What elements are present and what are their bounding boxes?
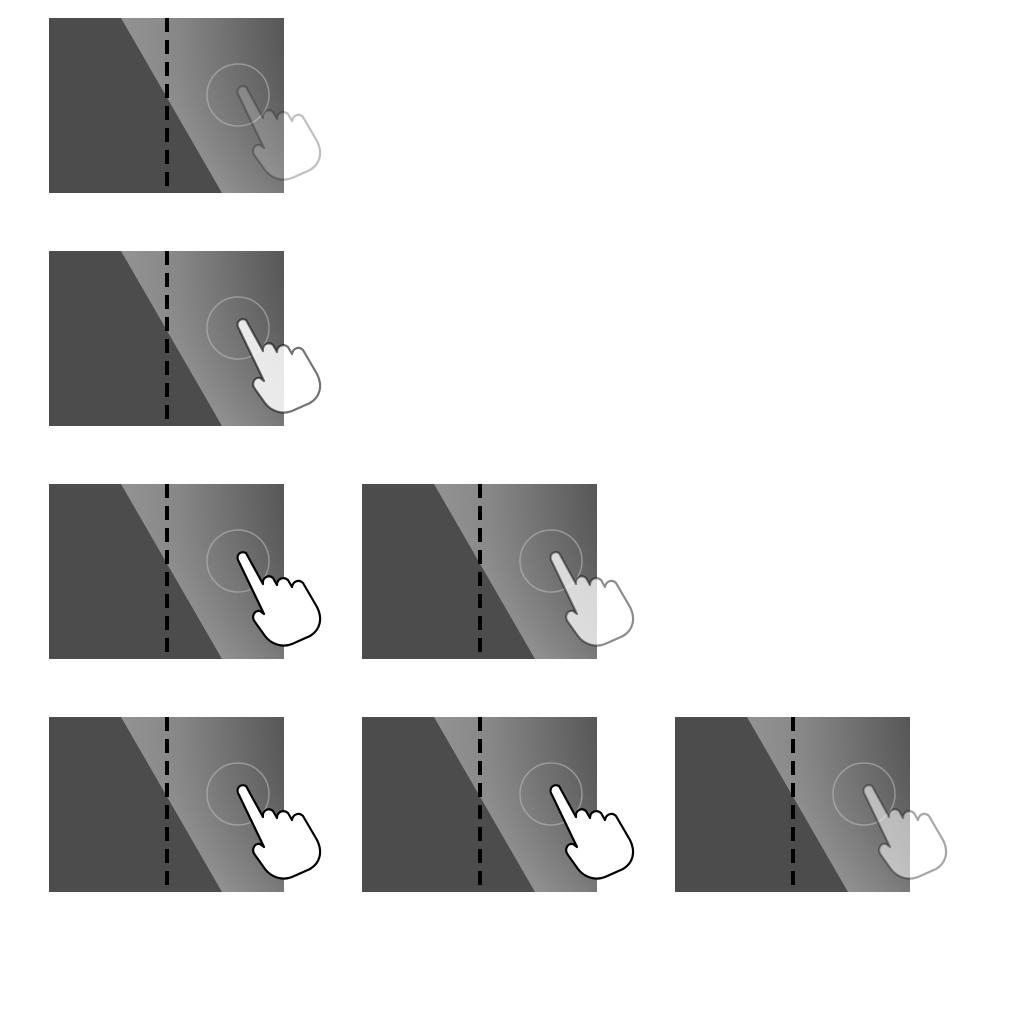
step-panel-4c	[675, 717, 948, 917]
dark-region	[49, 717, 222, 892]
touch-target-ring-icon	[206, 63, 270, 127]
dark-region	[49, 484, 222, 659]
step-panel-3a	[49, 484, 322, 684]
panel-illustration	[362, 717, 635, 892]
panel-illustration	[49, 18, 322, 193]
step-panel-1	[49, 18, 322, 218]
touch-target-ring-icon	[519, 762, 583, 826]
pointing-hand-icon	[236, 784, 322, 880]
pointing-hand-icon	[236, 551, 322, 647]
panel-illustration	[362, 484, 635, 659]
touch-target-ring-icon	[206, 762, 270, 826]
pointing-hand-icon	[549, 784, 635, 880]
panel-illustration	[49, 484, 322, 659]
step-panel-3b	[362, 484, 635, 684]
step-panel-4a	[49, 717, 322, 917]
panel-illustration	[49, 717, 322, 892]
panel-illustration	[675, 717, 948, 892]
pointing-hand-icon	[862, 784, 948, 880]
panel-illustration	[49, 251, 322, 426]
pointing-hand-icon	[236, 85, 322, 181]
step-panel-2	[49, 251, 322, 451]
dark-region	[49, 251, 222, 426]
touch-target-ring-icon	[206, 296, 270, 360]
dark-region	[49, 18, 222, 193]
pointing-hand-icon	[549, 551, 635, 647]
touch-target-ring-icon	[832, 762, 896, 826]
touch-target-ring-icon	[206, 529, 270, 593]
step-panel-4b	[362, 717, 635, 917]
pointing-hand-icon	[236, 318, 322, 414]
dark-region	[362, 484, 535, 659]
touch-target-ring-icon	[519, 529, 583, 593]
dark-region	[362, 717, 535, 892]
dark-region	[675, 717, 848, 892]
